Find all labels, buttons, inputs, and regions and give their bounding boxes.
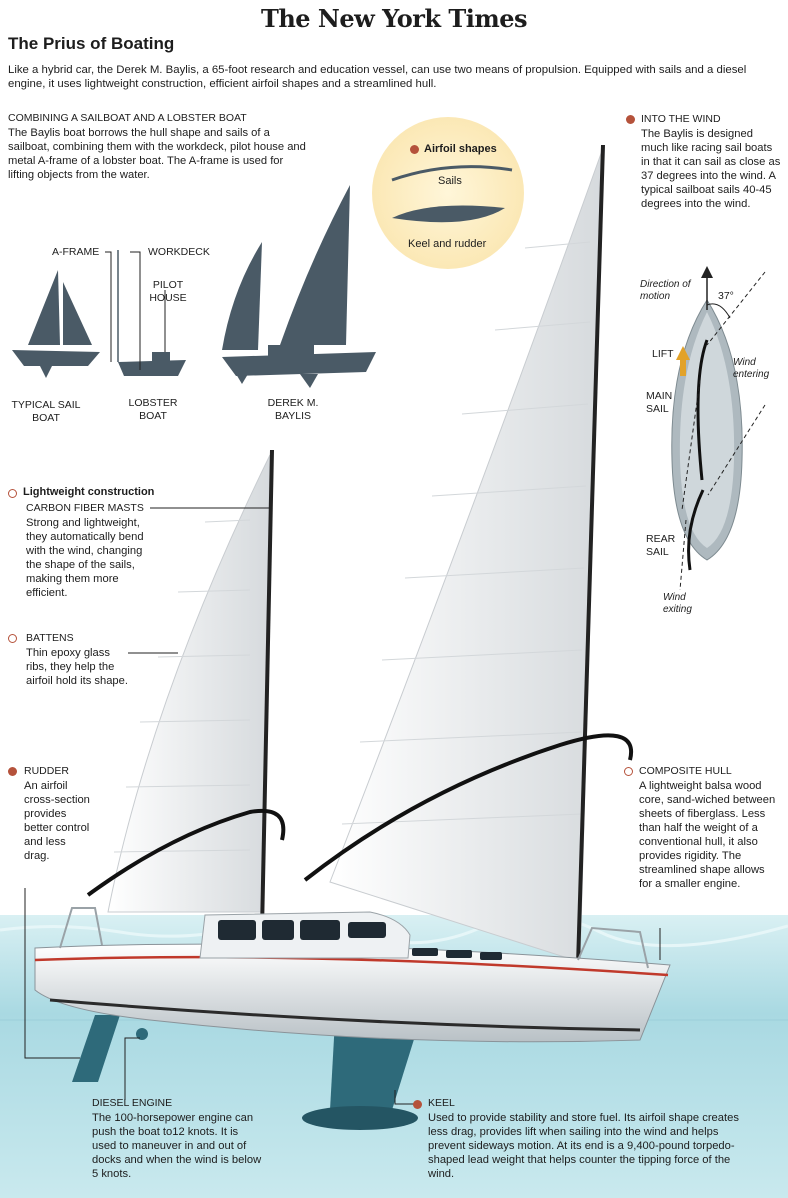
airfoil-circle bbox=[372, 117, 524, 269]
baylis-silhouette bbox=[222, 185, 376, 388]
main-sail-label: MAIN SAIL bbox=[646, 390, 673, 415]
keel-body: Used to provide stability and store fuel… bbox=[428, 1112, 739, 1180]
wind-body: The Baylis is designed much like racing … bbox=[641, 128, 781, 210]
lightweight-bullet bbox=[8, 489, 17, 498]
hull-heading: COMPOSITE HULL bbox=[639, 765, 732, 777]
intro-text: Like a hybrid car, the Derek M. Baylis, … bbox=[8, 64, 747, 90]
airfoil-heading: Airfoil shapes bbox=[424, 143, 497, 155]
rudder-heading: RUDDER bbox=[24, 765, 69, 777]
main-sail bbox=[329, 147, 604, 963]
page-title: The Prius of Boating bbox=[8, 34, 175, 53]
wind-exiting-label: Wind exiting bbox=[663, 592, 692, 615]
airfoil-bullet bbox=[410, 145, 419, 154]
lift-label: LIFT bbox=[652, 348, 674, 360]
keel-bulb bbox=[302, 1106, 418, 1130]
boat-label-baylis: DEREK M. BAYLIS bbox=[267, 397, 319, 422]
battens-body: Thin epoxy glass ribs, they help the air… bbox=[26, 647, 128, 687]
airfoil-keel-label: Keel and rudder bbox=[408, 238, 487, 250]
rudder-body: An airfoil cross-section provides better… bbox=[24, 780, 90, 862]
main-boom bbox=[303, 733, 634, 882]
lightweight-heading: Lightweight construction bbox=[23, 486, 155, 498]
lobster-boat-silhouette bbox=[117, 250, 186, 376]
main-mast bbox=[576, 144, 605, 966]
sailing-diagram bbox=[671, 266, 766, 591]
rear-sail bbox=[107, 454, 271, 913]
propeller bbox=[136, 1028, 148, 1040]
battens-heading: BATTENS bbox=[26, 632, 74, 644]
combining-heading: COMBINING A SAILBOAT AND A LOBSTER BOAT bbox=[8, 112, 247, 124]
direction-label: Direction of motion bbox=[640, 279, 691, 302]
pilot-house-label: PILOT HOUSE bbox=[149, 279, 187, 304]
typical-sailboat-silhouette bbox=[12, 270, 100, 378]
airfoil-sails-label: Sails bbox=[438, 175, 462, 187]
battens-bullet bbox=[8, 634, 17, 643]
keel-fin bbox=[330, 1020, 420, 1110]
rudder-fin bbox=[72, 1015, 120, 1082]
hull-body: A lightweight balsa wood core, sand-wich… bbox=[639, 780, 776, 890]
rear-mast bbox=[260, 449, 274, 931]
boat-label-lobster: LOBSTER BOAT bbox=[128, 397, 178, 422]
rudder-bullet bbox=[8, 767, 17, 776]
wind-heading: INTO THE WIND bbox=[641, 113, 721, 125]
combining-body: The Baylis boat borrows the hull shape a… bbox=[8, 127, 306, 181]
engine-heading: DIESEL ENGINE bbox=[92, 1097, 173, 1109]
rear-sail-label: REAR SAIL bbox=[646, 533, 676, 558]
keel-airfoil bbox=[392, 205, 505, 223]
rear-boom bbox=[86, 808, 286, 897]
sail-airfoil bbox=[391, 165, 513, 182]
masthead: The New York Times bbox=[261, 4, 528, 33]
wind-bullet bbox=[626, 115, 635, 124]
angle-label: 37° bbox=[718, 290, 734, 302]
wind-entering-label: Wind entering bbox=[733, 357, 770, 380]
a-frame-label: A-FRAME bbox=[52, 246, 100, 258]
hull-bullet bbox=[624, 767, 633, 776]
lift-arrow bbox=[680, 358, 686, 376]
workdeck-label: WORKDECK bbox=[148, 246, 210, 258]
keel-bullet bbox=[413, 1100, 422, 1109]
masts-heading: CARBON FIBER MASTS bbox=[26, 502, 144, 514]
engine-body: The 100-horsepower engine can push the b… bbox=[92, 1112, 262, 1180]
boat-label-typical: TYPICAL SAIL BOAT bbox=[11, 399, 81, 424]
keel-heading: KEEL bbox=[428, 1097, 455, 1109]
masts-body: Strong and lightweight, they automatical… bbox=[26, 517, 144, 599]
